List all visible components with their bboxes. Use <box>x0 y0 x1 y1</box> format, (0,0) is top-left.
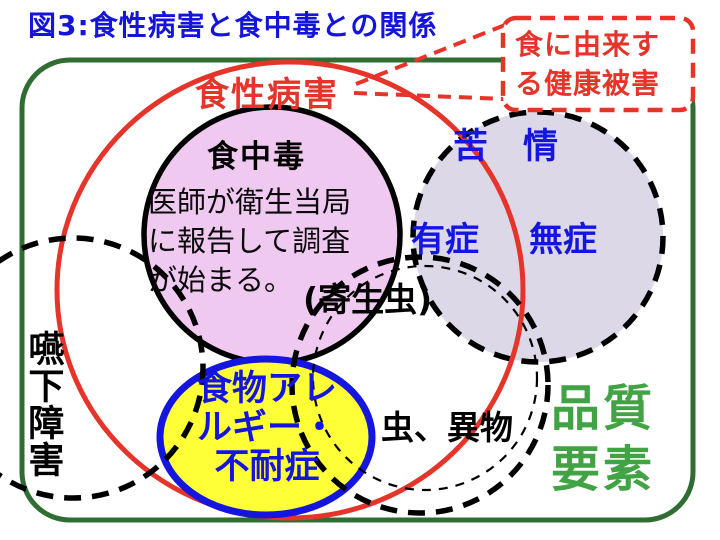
callout-box <box>500 15 696 113</box>
allergy-line2: ルギー・ <box>196 408 337 448</box>
allergy-line1: 食物アレ <box>196 369 337 409</box>
insects-foreign-label: 虫、異物 <box>381 408 513 447</box>
insects-dashed-circle <box>289 254 551 516</box>
parasites-label: (寄生虫) <box>303 280 433 319</box>
figure-title: 図3:食性病害と食中毒との関係 <box>28 9 438 42</box>
swallowing-disorder-label: 嚥下障害 <box>22 330 64 478</box>
food-illness-red-circle <box>54 59 526 521</box>
quality-box-border <box>19 57 696 523</box>
food-poisoning-desc-line1: 医師が衛生当局 <box>148 185 352 219</box>
callout-label: 食に由来す る健康被害 <box>515 25 660 103</box>
swallowing-dashed-circle <box>0 235 206 501</box>
food-poisoning-desc-line2: に報告して調査 <box>148 224 351 258</box>
allergy-label: 食物アレ ルギー・ 不耐症 <box>160 370 374 487</box>
allergy-ellipse <box>156 355 376 519</box>
allergy-line3: 不耐症 <box>214 447 320 487</box>
callout-leader-upper <box>355 23 506 86</box>
quality-line1: 品質 <box>551 380 656 437</box>
thin-dashed-circle <box>311 264 539 492</box>
quality-line2: 要素 <box>551 441 656 498</box>
callout-line1: 食に由来す <box>515 28 661 61</box>
quality-factor-label: 品質 要素 <box>551 378 655 500</box>
food-poisoning-label: 食中毒 <box>207 139 306 175</box>
complaints-label: 苦 情 <box>453 127 559 167</box>
food-poisoning-description: 医師が衛生当局 に報告して調査 が始まる。 <box>148 183 351 300</box>
callout-leader-lower <box>353 91 506 101</box>
asymptomatic-label: 無症 <box>529 220 597 260</box>
symptomatic-label: 有症 <box>411 220 479 260</box>
food-illness-label: 食性病害 <box>195 75 339 115</box>
food-poisoning-desc-line3: が始まる。 <box>148 263 294 297</box>
callout-line2: る健康被害 <box>515 67 661 100</box>
